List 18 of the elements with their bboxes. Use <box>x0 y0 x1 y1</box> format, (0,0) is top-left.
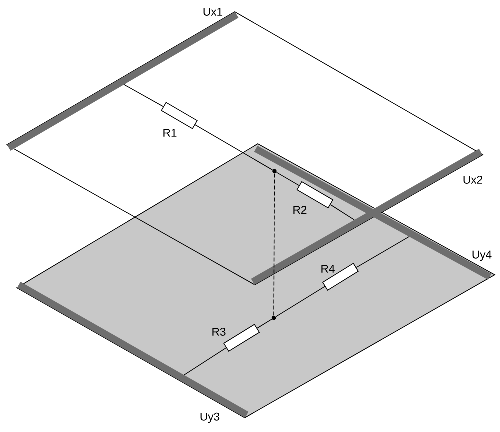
wire <box>184 348 227 376</box>
terminal-label: Uy3 <box>200 412 220 424</box>
wire <box>276 286 326 318</box>
terminal-label: Ux2 <box>464 176 482 184</box>
wire <box>257 319 272 329</box>
resistor-label: R3 <box>212 328 226 336</box>
terminal-label: Uy4 <box>472 250 492 262</box>
wire <box>330 204 355 220</box>
resistor-label: R2 <box>294 206 307 214</box>
wire <box>274 173 276 316</box>
wire <box>124 84 164 108</box>
wire <box>356 236 410 268</box>
resistor-symbol <box>161 102 198 130</box>
resistor-label: R4 <box>322 265 335 273</box>
wire <box>276 172 300 186</box>
resistor-label: R1 <box>164 129 177 137</box>
wire <box>195 124 274 171</box>
terminal-label: Ux1 <box>204 8 223 16</box>
